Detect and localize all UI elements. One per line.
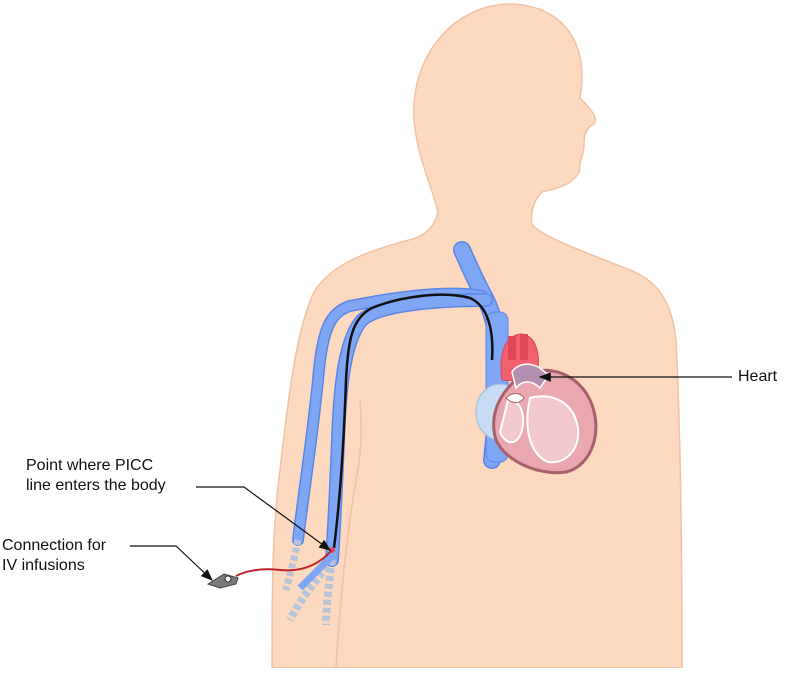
leader-lines [130, 372, 732, 581]
iv-connector-icon [206, 573, 239, 589]
entry-point-line-1: Point where PICC [26, 457, 154, 474]
body-silhouette [271, 3, 683, 669]
heart-label: Heart [738, 367, 777, 387]
connection-line-2: IV infusions [2, 557, 85, 574]
picc-catheter [332, 293, 494, 549]
entry-point-label: Point where PICC line enters the body [26, 456, 166, 496]
connection-label: Connection for IV infusions [2, 536, 106, 576]
connection-leader [130, 545, 213, 581]
heart-label-text: Heart [738, 368, 778, 385]
entry-point-leader [196, 486, 331, 551]
connection-line-1: Connection for [2, 537, 107, 554]
arm-contour [335, 399, 362, 669]
entry-point-line-2: line enters the body [26, 477, 166, 494]
